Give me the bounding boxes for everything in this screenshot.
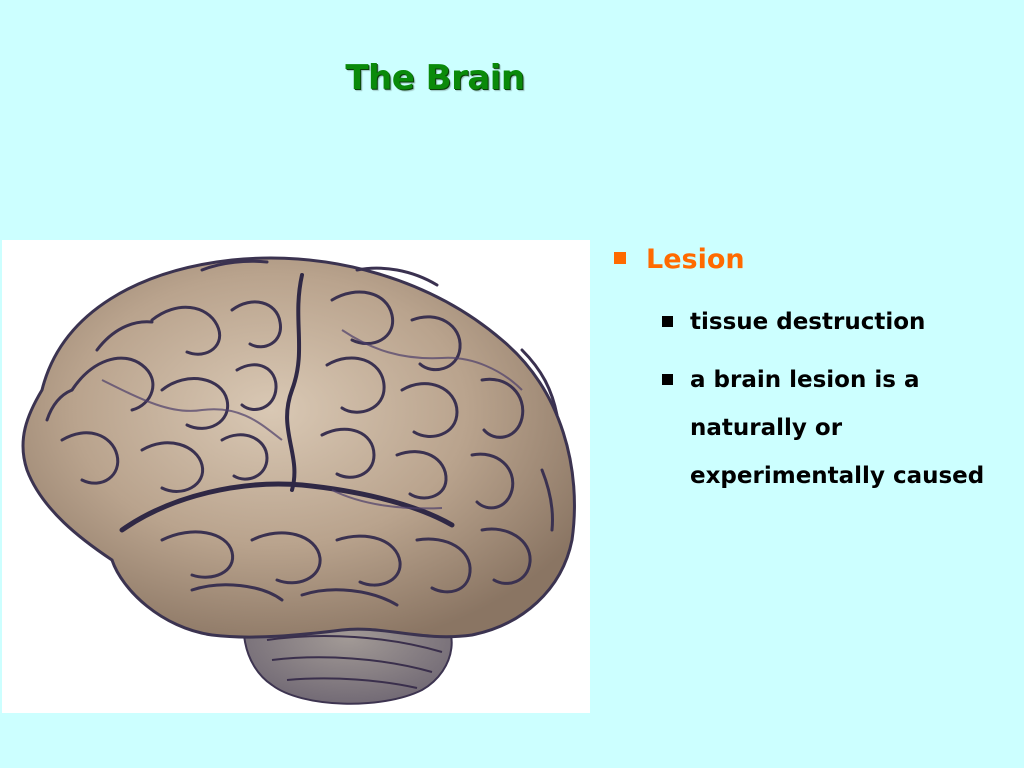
brain-image <box>2 240 590 713</box>
square-bullet-icon <box>662 374 673 385</box>
bullet-list: Lesion tissue destruction a brain lesion… <box>612 240 1012 510</box>
square-bullet-icon <box>614 252 626 264</box>
sub-bullet-item: tissue destruction <box>612 298 990 346</box>
sub-bullet-text: tissue destruction <box>690 309 926 335</box>
sub-bullet-list: tissue destruction a brain lesion is a n… <box>612 298 1012 500</box>
bullet-item-main: Lesion <box>612 240 1012 280</box>
sub-bullet-item: a brain lesion is a naturally or experim… <box>612 356 990 500</box>
sub-bullet-text: a brain lesion is a naturally or experim… <box>690 367 985 489</box>
square-bullet-icon <box>662 316 673 327</box>
brain-illustration <box>21 256 576 705</box>
bullet-text-main: Lesion <box>646 244 745 275</box>
slide-title: The Brain <box>345 58 525 98</box>
